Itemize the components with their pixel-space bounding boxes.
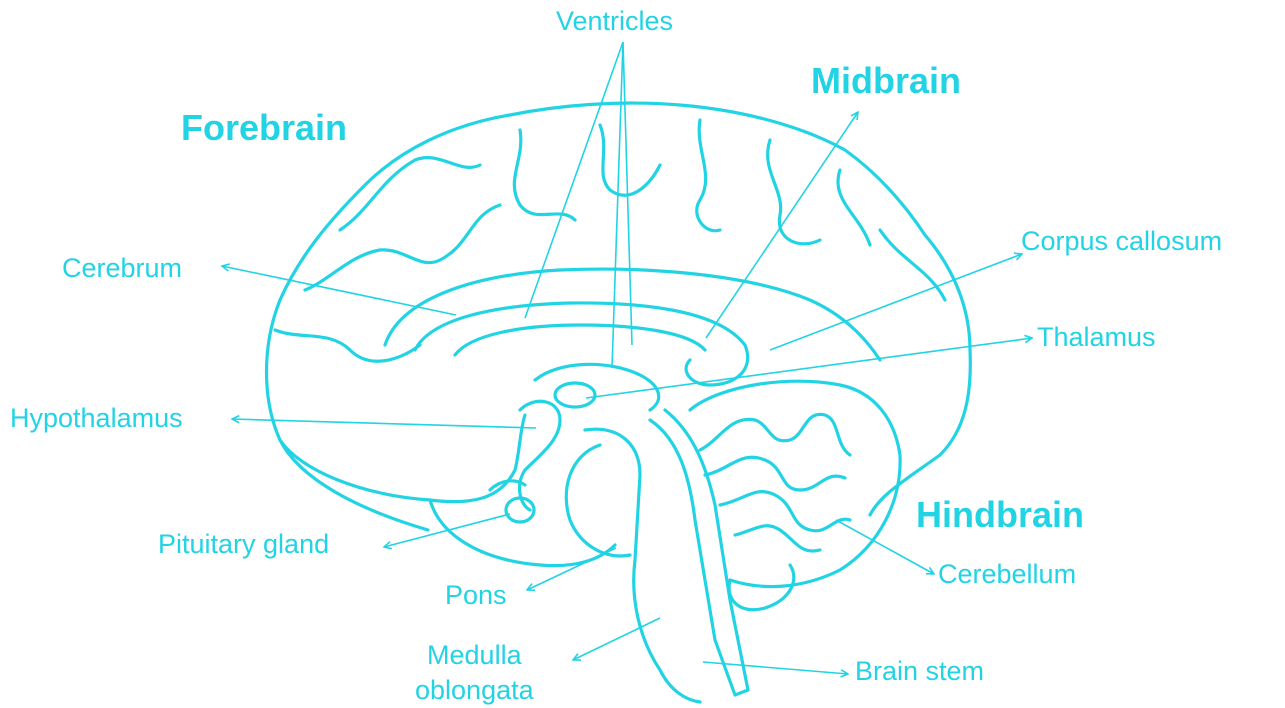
pons-label: Pons xyxy=(445,582,507,609)
cerebellum-label: Cerebellum xyxy=(938,561,1076,588)
third-ventricle xyxy=(535,364,659,410)
thalamus-label: Thalamus xyxy=(1037,324,1156,351)
medulla-label-line2: oblongata xyxy=(415,673,534,708)
midbrain-arrow xyxy=(706,112,858,338)
medulla-oblongata-label: Medulla oblongata xyxy=(415,638,534,708)
temporal-lobe xyxy=(430,500,615,566)
pons-shape xyxy=(566,445,630,556)
gyrus-line xyxy=(514,130,575,220)
gyrus-line xyxy=(838,170,870,245)
hindbrain-label: Hindbrain xyxy=(916,497,1084,533)
frontal-lobe-base xyxy=(280,415,525,502)
pituitary-gland-label: Pituitary gland xyxy=(158,531,329,558)
ventricles-leader xyxy=(525,42,623,318)
gyrus-line xyxy=(697,120,720,231)
midbrain-label: Midbrain xyxy=(811,63,961,99)
gyrus-line xyxy=(340,158,480,230)
medulla-label-line1: Medulla xyxy=(415,638,534,673)
pituitary-arrow xyxy=(384,514,510,547)
cingulate-gyrus xyxy=(385,269,880,360)
corpus-callosum-inner xyxy=(455,325,705,355)
gyrus-line xyxy=(880,230,945,300)
brain-stem-label: Brain stem xyxy=(855,658,984,685)
hypothalamus-label: Hypothalamus xyxy=(10,405,183,432)
corpus-callosum-arrow xyxy=(770,254,1022,350)
cerebellum-tree xyxy=(720,492,850,531)
cerebrum-arrow xyxy=(222,266,456,315)
pons-arrow xyxy=(527,548,616,590)
gyrus-line xyxy=(768,140,820,244)
cerebellum-tree xyxy=(705,457,845,490)
gyrus-line xyxy=(275,330,420,361)
brain-stem-front xyxy=(585,429,700,702)
hypothalamus-arrow xyxy=(232,419,536,428)
cerebellum-tree xyxy=(700,414,850,455)
medulla-arrow xyxy=(573,618,660,660)
brain-stem-back xyxy=(650,410,748,695)
forebrain-label: Forebrain xyxy=(181,110,347,146)
thalamus-arrow xyxy=(586,338,1032,398)
ventricles-leader xyxy=(612,42,623,368)
thalamus-shape xyxy=(555,383,595,407)
corpus-callosum-label: Corpus callosum xyxy=(1021,228,1222,255)
gyrus-line xyxy=(600,125,660,195)
ventricles-label: Ventricles xyxy=(556,8,673,35)
cerebrum-label: Cerebrum xyxy=(62,255,182,282)
